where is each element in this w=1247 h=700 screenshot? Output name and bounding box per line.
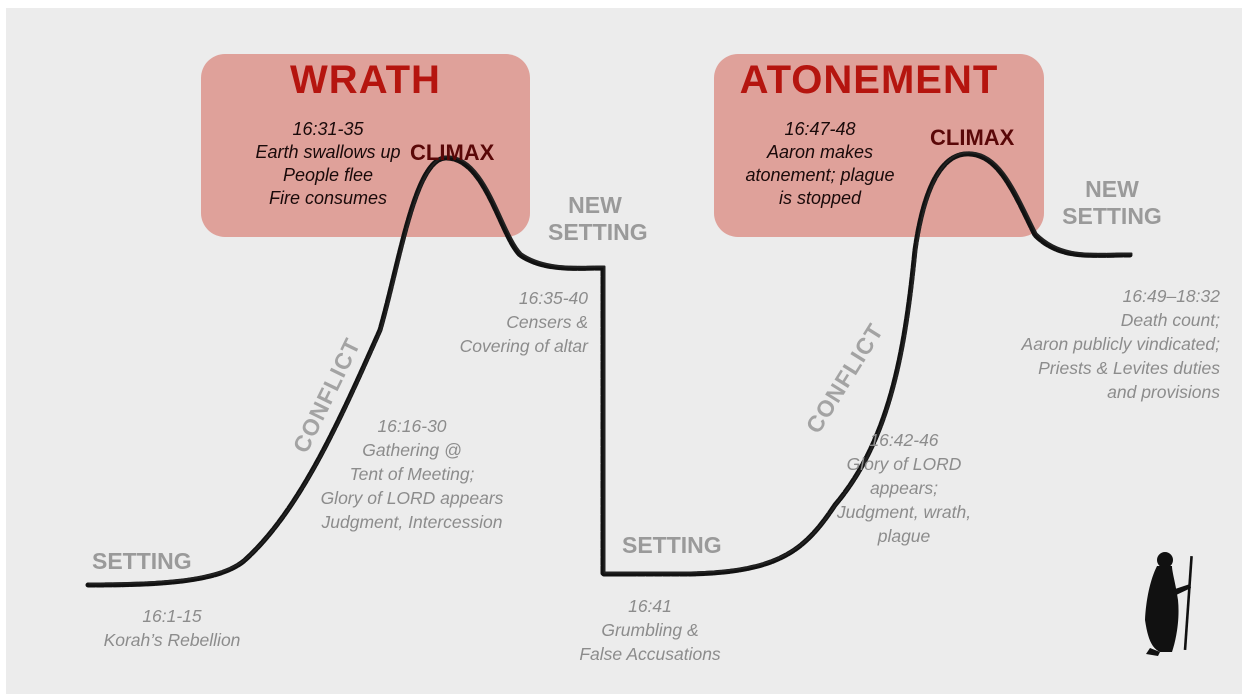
new-setting-label-2: NEW SETTING bbox=[1062, 176, 1162, 229]
setting-note-1: 16:1-15 Korah’s Rebellion bbox=[103, 606, 241, 650]
figure-with-staff-icon bbox=[1145, 552, 1193, 656]
new-setting-note-2: 16:49–18:32 Death count; Aaron publicly … bbox=[1021, 286, 1220, 402]
climax-box-wrath bbox=[201, 54, 530, 237]
climax-label-2: CLIMAX bbox=[930, 125, 1015, 150]
new-setting-note-1: 16:35-40 Censers & Covering of altar bbox=[459, 288, 588, 356]
story-arc-curve-texture bbox=[88, 151, 1133, 585]
conflict-note-1: 16:16-30 Gathering @ Tent of Meeting; Gl… bbox=[320, 416, 504, 532]
atonement-title: ATONEMENT bbox=[739, 58, 999, 102]
atonement-description: 16:47-48 Aaron makes atonement; plague i… bbox=[745, 119, 895, 208]
setting-note-2: 16:41 Grumbling & False Accusations bbox=[579, 596, 721, 664]
setting-label-2: SETTING bbox=[622, 532, 722, 558]
new-setting-label-1: NEW SETTING bbox=[548, 192, 648, 245]
wrath-title: WRATH bbox=[290, 58, 441, 102]
wrath-description: 16:31-35 Earth swallows up People flee F… bbox=[255, 119, 401, 208]
conflict-note-2: 16:42-46 Glory of LORD appears; Judgment… bbox=[836, 430, 972, 546]
setting-label-1: SETTING bbox=[92, 548, 192, 574]
climax-label-1: CLIMAX bbox=[410, 140, 495, 165]
climax-box-atonement bbox=[714, 54, 1044, 237]
